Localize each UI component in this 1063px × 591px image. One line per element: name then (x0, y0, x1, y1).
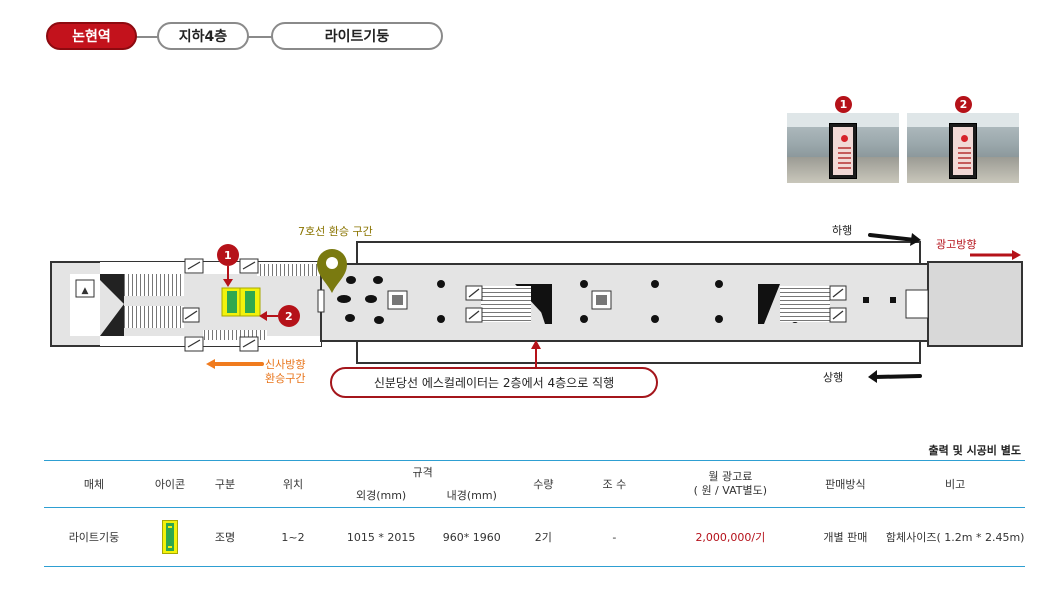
header-spec-outer: 외경(mm) (355, 489, 407, 502)
cost-note: 출력 및 시공비 별도 (928, 444, 1021, 457)
ad-direction-label: 광고방향 (936, 238, 977, 251)
cell-location: 1~2 (254, 507, 332, 567)
breadcrumb-media[interactable]: 라이트기둥 (271, 22, 443, 50)
header-icon: 아이콘 (154, 478, 186, 491)
table-row: 라이트기둥 조명 1~2 1015 * 2015 960* 1960 2기 - … (44, 507, 1025, 567)
breadcrumb-floor[interactable]: 지하4층 (157, 22, 249, 50)
up-direction-label: 상행 (823, 371, 844, 384)
header-price-line1: 월 광고료 (708, 470, 753, 483)
header-price-line2: ( 원 / VAT별도) (693, 484, 768, 497)
header-spec-inner: 내경(mm) (446, 489, 497, 502)
sinsa-direction-label: 신사방향 (265, 358, 306, 371)
header-remarks: 비고 (945, 478, 966, 491)
header-price: 월 광고료 ( 원 / VAT별도) (655, 461, 805, 508)
photo-badge-2: 2 (955, 96, 972, 113)
location-photo-2[interactable] (907, 113, 1019, 183)
map-marker-2[interactable]: 2 (285, 310, 293, 323)
transfer-line7-label: 7호선 환승 구간 (298, 225, 373, 238)
header-media: 매체 (83, 478, 105, 491)
location-photo-1[interactable] (787, 113, 899, 183)
cell-price: 2,000,000/기 (655, 507, 806, 567)
cell-lighting: - (573, 507, 656, 567)
breadcrumb-station[interactable]: 논현역 (46, 22, 137, 50)
svg-text:▲: ▲ (82, 286, 89, 296)
cell-quantity: 2기 (513, 507, 574, 567)
header-quantity: 수량 (533, 478, 554, 491)
escalator-note-callout: 신분당선 에스컬레이터는 2층에서 4층으로 직행 (330, 367, 658, 398)
map-marker-1[interactable]: 1 (224, 249, 232, 262)
cell-icon (144, 507, 196, 567)
cell-category: 조명 (196, 507, 254, 567)
header-category: 구분 (214, 478, 236, 491)
spec-table: 매체 아이콘 구분 위치 규격 수량 조 수 월 광고료 ( 원 / VAT별도… (44, 460, 1025, 567)
cell-remarks: 함체사이즈( 1.2m * 2.45m) (885, 507, 1025, 567)
cell-spec-outer: 1015 * 2015 (332, 507, 431, 567)
header-sales: 판매방식 (825, 478, 866, 491)
cell-media: 라이트기둥 (44, 507, 144, 567)
sinsa-transfer-label: 환승구간 (265, 372, 306, 385)
station-floor-map: ▲ (50, 233, 1023, 383)
header-spec: 규격 (412, 466, 433, 479)
down-direction-label: 하행 (832, 224, 853, 237)
header-location: 위치 (282, 478, 304, 491)
cell-sales: 개별 판매 (805, 507, 886, 567)
header-lighting: 조 수 (602, 478, 627, 491)
cell-spec-inner: 960* 1960 (430, 507, 514, 567)
light-pillar-icon (162, 520, 178, 554)
photo-badge-1: 1 (835, 96, 852, 113)
escalator-note-text: 신분당선 에스컬레이터는 2층에서 4층으로 직행 (373, 376, 615, 390)
